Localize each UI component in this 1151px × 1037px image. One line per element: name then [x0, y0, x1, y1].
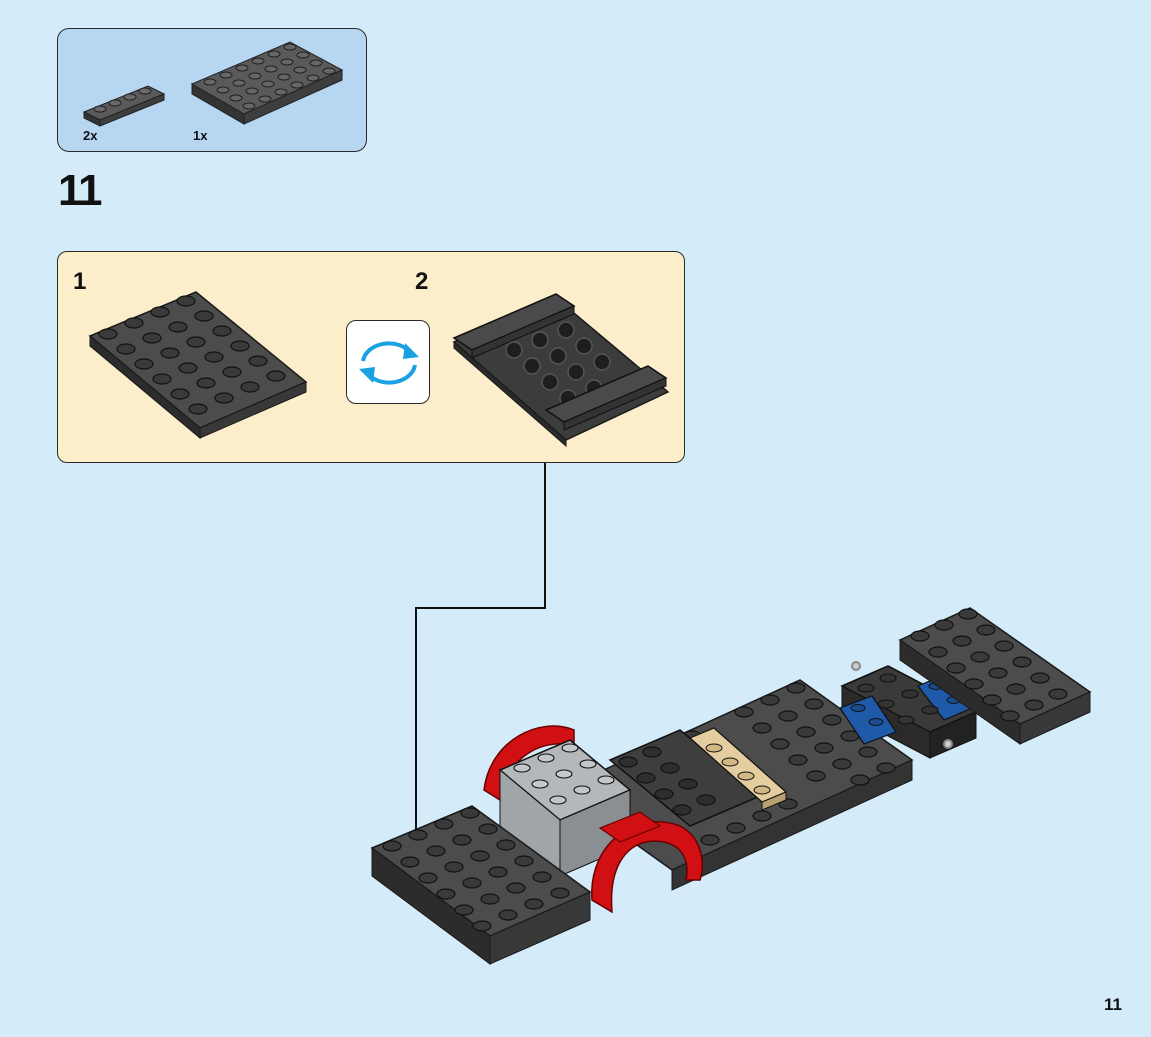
main-assembly — [370, 607, 1092, 965]
rear-plate — [898, 607, 1092, 745]
sub-step-1-plate — [88, 291, 308, 440]
connector-line — [415, 463, 546, 855]
page-number: 11 — [1104, 995, 1122, 1014]
step-number: 11 — [58, 166, 102, 215]
sub-step-1-number: 1 — [73, 268, 87, 295]
sub-step-2-number: 2 — [415, 268, 429, 295]
plate-1x4-icon — [82, 85, 166, 127]
tan-plate — [688, 727, 788, 811]
sub-step-2-plate — [452, 293, 670, 448]
light-gray-block — [498, 739, 632, 878]
rotate-model-box — [346, 320, 430, 404]
front-plate — [370, 805, 592, 965]
rotate-model-icon — [359, 341, 419, 385]
part-quantity-plate-4x6: 1x — [193, 128, 208, 143]
part-quantity-plate-1x4: 2x — [83, 128, 98, 143]
plate-4x6-icon — [190, 41, 344, 125]
